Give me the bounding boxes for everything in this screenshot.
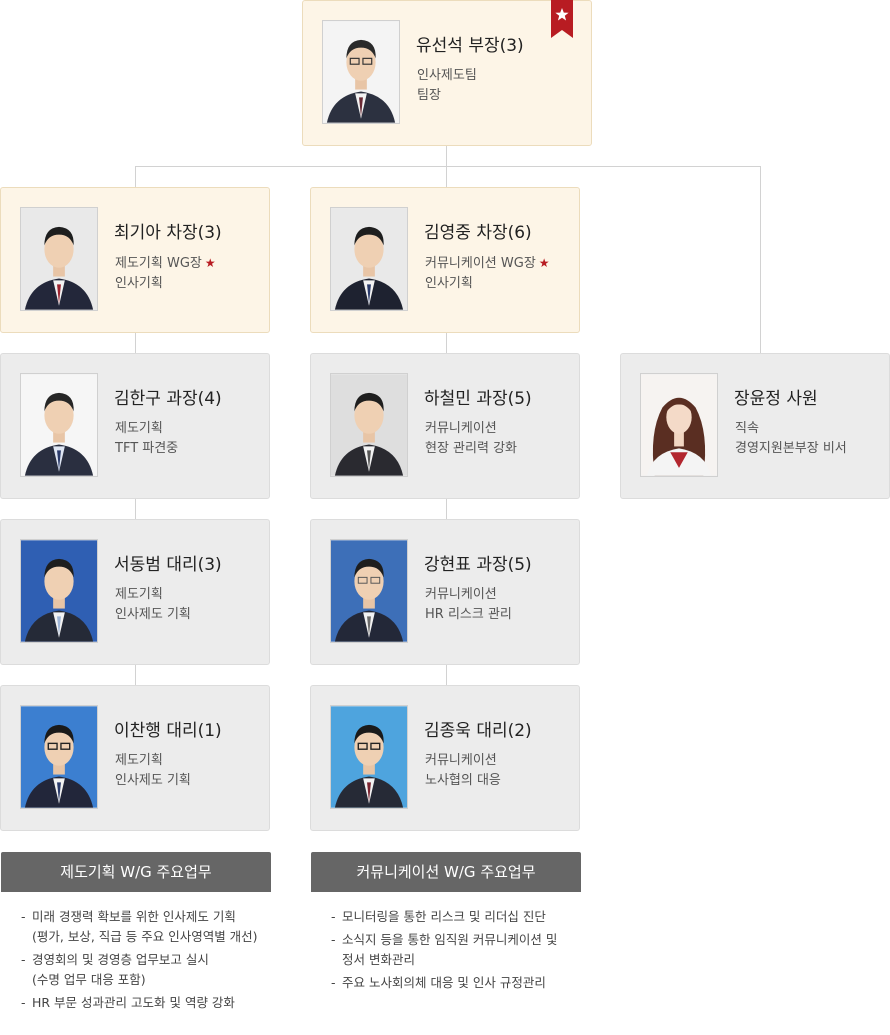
member-card[interactable]: 하철민 과장(5) 커뮤니케이션 현장 관리력 강화 — [310, 353, 580, 499]
avatar — [20, 207, 98, 311]
list-item: HR 부문 성과관리 고도화 및 역량 강화 — [21, 993, 281, 1013]
avatar — [20, 539, 98, 643]
member-task: 경영지원본부장 비서 — [735, 441, 847, 456]
avatar — [330, 539, 408, 643]
member-card[interactable]: 강현표 과장(5) 커뮤니케이션 HR 리스크 관리 — [310, 519, 580, 665]
member-role-line: 제도기획 WG장★ — [115, 253, 216, 274]
member-dept: 커뮤니케이션 — [425, 587, 497, 602]
member-info: 제도기획 TFT 파견중 — [115, 419, 178, 459]
member-info: 직속 경영지원본부장 비서 — [735, 419, 847, 459]
star-icon: ★ — [204, 256, 216, 270]
duty-header-planning: 제도기획 W/G 주요업무 — [1, 852, 271, 892]
list-item: 소식지 등을 통한 임직원 커뮤니케이션 및 정서 변화관리 — [331, 930, 591, 970]
member-info: 제도기획 인사제도 기획 — [115, 585, 191, 625]
member-name: 최기아 차장(3) — [114, 223, 222, 243]
member-info: 커뮤니케이션 현장 관리력 강화 — [425, 419, 517, 459]
member-task: 노사협의 대응 — [425, 773, 501, 788]
connector-left-branch — [135, 166, 136, 188]
avatar — [330, 373, 408, 477]
member-dept: 제도기획 — [115, 753, 163, 768]
member-task: HR 리스크 관리 — [425, 607, 512, 622]
member-role: 팀장 — [417, 88, 441, 103]
member-name: 김한구 과장(4) — [114, 389, 222, 409]
star-icon: ★ — [538, 256, 550, 270]
member-dept: 커뮤니케이션 — [425, 753, 497, 768]
member-info: 커뮤니케이션 HR 리스크 관리 — [425, 585, 512, 625]
connector-right-branch — [760, 166, 761, 354]
member-card[interactable]: 김종욱 대리(2) 커뮤니케이션 노사협의 대응 — [310, 685, 580, 831]
member-info: 커뮤니케이션 노사협의 대응 — [425, 751, 501, 791]
member-name: 강현표 과장(5) — [424, 555, 532, 575]
member-info: 인사제도팀 팀장 — [417, 66, 477, 106]
star-ribbon-icon — [551, 0, 573, 38]
member-info: 제도기획 인사제도 기획 — [115, 751, 191, 791]
duty-list-communication: 모니터링을 통한 리스크 및 리더십 진단 소식지 등을 통한 임직원 커뮤니케… — [331, 907, 591, 996]
avatar — [20, 705, 98, 809]
wg-leader-card[interactable]: 최기아 차장(3) 제도기획 WG장★ 인사기획 — [0, 187, 270, 333]
member-task: TFT 파견중 — [115, 441, 179, 456]
member-name: 서동범 대리(3) — [114, 555, 222, 575]
member-dept: 인사기획 — [425, 276, 473, 291]
member-dept: 제도기획 — [115, 587, 163, 602]
member-name: 장윤정 사원 — [734, 389, 818, 409]
member-name: 김종욱 대리(2) — [424, 721, 532, 741]
connector-middle-column — [446, 332, 447, 686]
list-item: 경영회의 및 경영층 업무보고 실시 (수명 업무 대응 포함) — [21, 950, 281, 990]
duty-header-communication: 커뮤니케이션 W/G 주요업무 — [311, 852, 581, 892]
member-dept: 제도기획 — [115, 421, 163, 436]
member-dept: 인사기획 — [115, 276, 163, 291]
avatar — [330, 705, 408, 809]
avatar — [330, 207, 408, 311]
member-task: 인사제도 기획 — [115, 773, 191, 788]
member-dept: 직속 — [735, 421, 759, 436]
member-task: 현장 관리력 강화 — [425, 441, 517, 456]
member-card[interactable]: 김한구 과장(4) 제도기획 TFT 파견중 — [0, 353, 270, 499]
list-item: 주요 노사회의체 대응 및 인사 규정관리 — [331, 973, 591, 993]
leader-card[interactable]: 유선석 부장(3) 인사제도팀 팀장 — [302, 0, 592, 146]
member-info: 커뮤니케이션 WG장★ 인사기획 — [425, 253, 550, 294]
member-role-line: 커뮤니케이션 WG장★ — [425, 253, 550, 274]
list-item: 미래 경쟁력 확보를 위한 인사제도 기획 (평가, 보상, 직급 등 주요 인… — [21, 907, 281, 947]
avatar — [640, 373, 718, 477]
member-dept: 커뮤니케이션 — [425, 421, 497, 436]
member-name: 하철민 과장(5) — [424, 389, 532, 409]
member-role: 제도기획 WG장 — [115, 256, 202, 271]
wg-leader-card[interactable]: 김영중 차장(6) 커뮤니케이션 WG장★ 인사기획 — [310, 187, 580, 333]
member-info: 제도기획 WG장★ 인사기획 — [115, 253, 216, 294]
direct-report-card[interactable]: 장윤정 사원 직속 경영지원본부장 비서 — [620, 353, 890, 499]
member-task: 인사제도 기획 — [115, 607, 191, 622]
member-dept: 인사제도팀 — [417, 68, 477, 83]
member-card[interactable]: 이찬행 대리(1) 제도기획 인사제도 기획 — [0, 685, 270, 831]
list-item: 모니터링을 통한 리스크 및 리더십 진단 — [331, 907, 591, 927]
avatar — [322, 20, 400, 124]
connector-branch-horizontal — [135, 166, 761, 167]
member-role: 커뮤니케이션 WG장 — [425, 256, 536, 271]
member-card[interactable]: 서동범 대리(3) 제도기획 인사제도 기획 — [0, 519, 270, 665]
connector-left-column — [135, 332, 136, 686]
member-name: 유선석 부장(3) — [416, 36, 524, 56]
member-name: 김영중 차장(6) — [424, 223, 532, 243]
duty-list-planning: 미래 경쟁력 확보를 위한 인사제도 기획 (평가, 보상, 직급 등 주요 인… — [21, 907, 281, 1016]
member-name: 이찬행 대리(1) — [114, 721, 222, 741]
avatar — [20, 373, 98, 477]
